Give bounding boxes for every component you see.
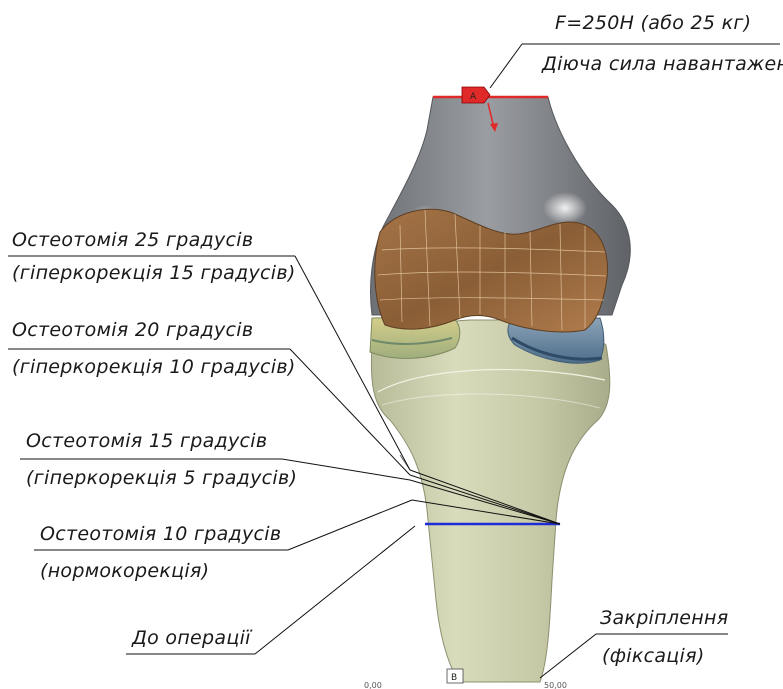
scale-tick-end: 50,00 bbox=[544, 681, 567, 689]
annotation-osteotomy-10: Остеотомія 10 градусів (нормокорекція) bbox=[34, 500, 412, 582]
annotation-preop: До операції bbox=[126, 526, 415, 654]
annotation-25-title: Остеотомія 25 градусів bbox=[12, 229, 253, 251]
fixation-subtitle: (фіксація) bbox=[602, 645, 705, 667]
annotation-20-subtitle: (гіперкорекція 10 градусів) bbox=[12, 356, 296, 378]
annotation-25-subtitle: (гіперкорекція 15 градусів) bbox=[12, 262, 296, 284]
annotation-15-subtitle: (гіперкорекція 5 градусів) bbox=[26, 467, 297, 489]
force-marker-label: A bbox=[470, 92, 477, 102]
fixation-annotation: Закріплення (фіксація) bbox=[540, 607, 728, 678]
annotation-10-subtitle: (нормокорекція) bbox=[40, 560, 209, 582]
annotation-15-title: Остеотомія 15 градусів bbox=[26, 430, 267, 452]
force-marker-a: A bbox=[462, 87, 490, 103]
annotation-20-title: Остеотомія 20 градусів bbox=[12, 319, 253, 341]
fixation-marker-b: B bbox=[447, 669, 463, 683]
force-value-label: F=250Н (або 25 кг) bbox=[555, 12, 751, 34]
force-annotation: F=250Н (або 25 кг) Діюча сила навантажен… bbox=[490, 12, 783, 88]
fixation-title: Закріплення bbox=[600, 607, 728, 629]
annotation-osteotomy-15: Остеотомія 15 градусів (гіперкорекція 5 … bbox=[20, 430, 410, 489]
preop-label: До операції bbox=[131, 627, 253, 649]
force-caption: Діюча сила навантажень bbox=[541, 53, 783, 75]
fixation-marker-label: B bbox=[451, 673, 457, 683]
scale-tick-start: 0,00 bbox=[364, 681, 382, 689]
annotation-10-title: Остеотомія 10 градусів bbox=[40, 523, 281, 545]
